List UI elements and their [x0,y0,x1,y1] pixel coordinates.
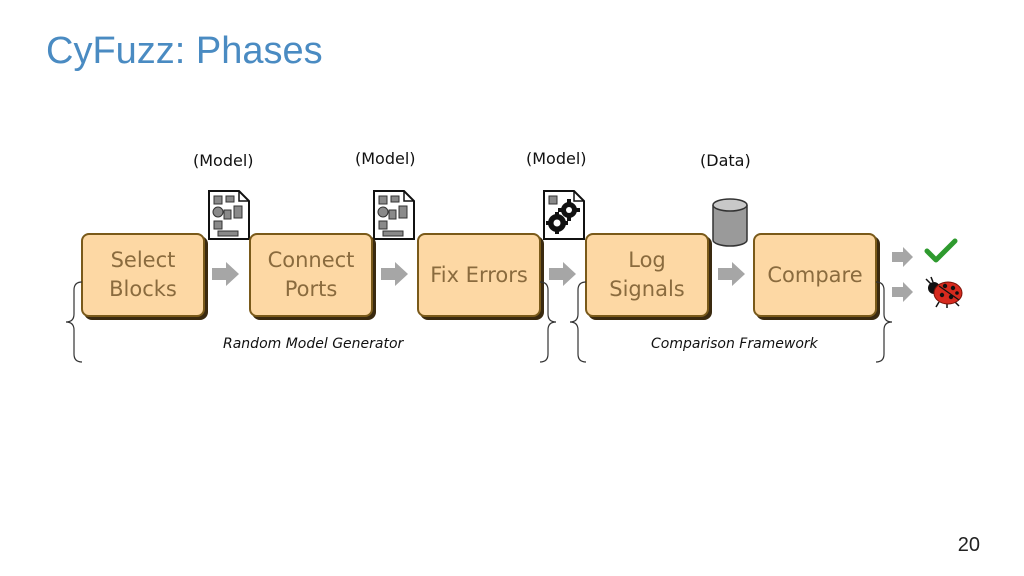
green-checkmark-icon [924,238,958,263]
outcome-arrow-icon [892,282,913,302]
phase-label: Connect Ports [267,248,355,301]
artifact-label-model-1: (Model) [193,151,254,170]
outcome-arrow-icon [892,247,913,267]
phase-label: Log Signals [609,248,685,301]
phase-box-compare: Compare [753,233,877,317]
compiled-model-gears-icon [543,190,585,240]
model-document-icon [208,190,250,240]
database-cylinder-icon [712,198,748,247]
ladybug-icon [925,276,963,308]
artifact-label-model-3: (Model) [526,149,587,168]
phase-box-select-blocks: Select Blocks [81,233,205,317]
flow-arrow-icon [381,262,408,286]
phase-box-fix-errors: Fix Errors [417,233,541,317]
slide-title: CyFuzz: Phases [46,30,323,72]
artifact-label-model-2: (Model) [355,149,416,168]
group-label-random-model-generator: Random Model Generator [223,336,404,352]
slide-page-number: 20 [957,534,980,556]
flow-arrow-icon [718,262,745,286]
phase-box-connect-ports: Connect Ports [249,233,373,317]
model-document-icon [373,190,415,240]
phase-box-log-signals: Log Signals [585,233,709,317]
phase-label: Compare [767,262,863,287]
group-braces [65,281,893,363]
phase-label: Fix Errors [430,262,528,287]
group-label-comparison-framework: Comparison Framework [651,336,818,352]
artifact-label-data: (Data) [700,151,751,170]
phase-label: Select Blocks [109,248,177,301]
flow-arrow-icon [212,262,239,286]
flow-arrow-icon [549,262,576,286]
